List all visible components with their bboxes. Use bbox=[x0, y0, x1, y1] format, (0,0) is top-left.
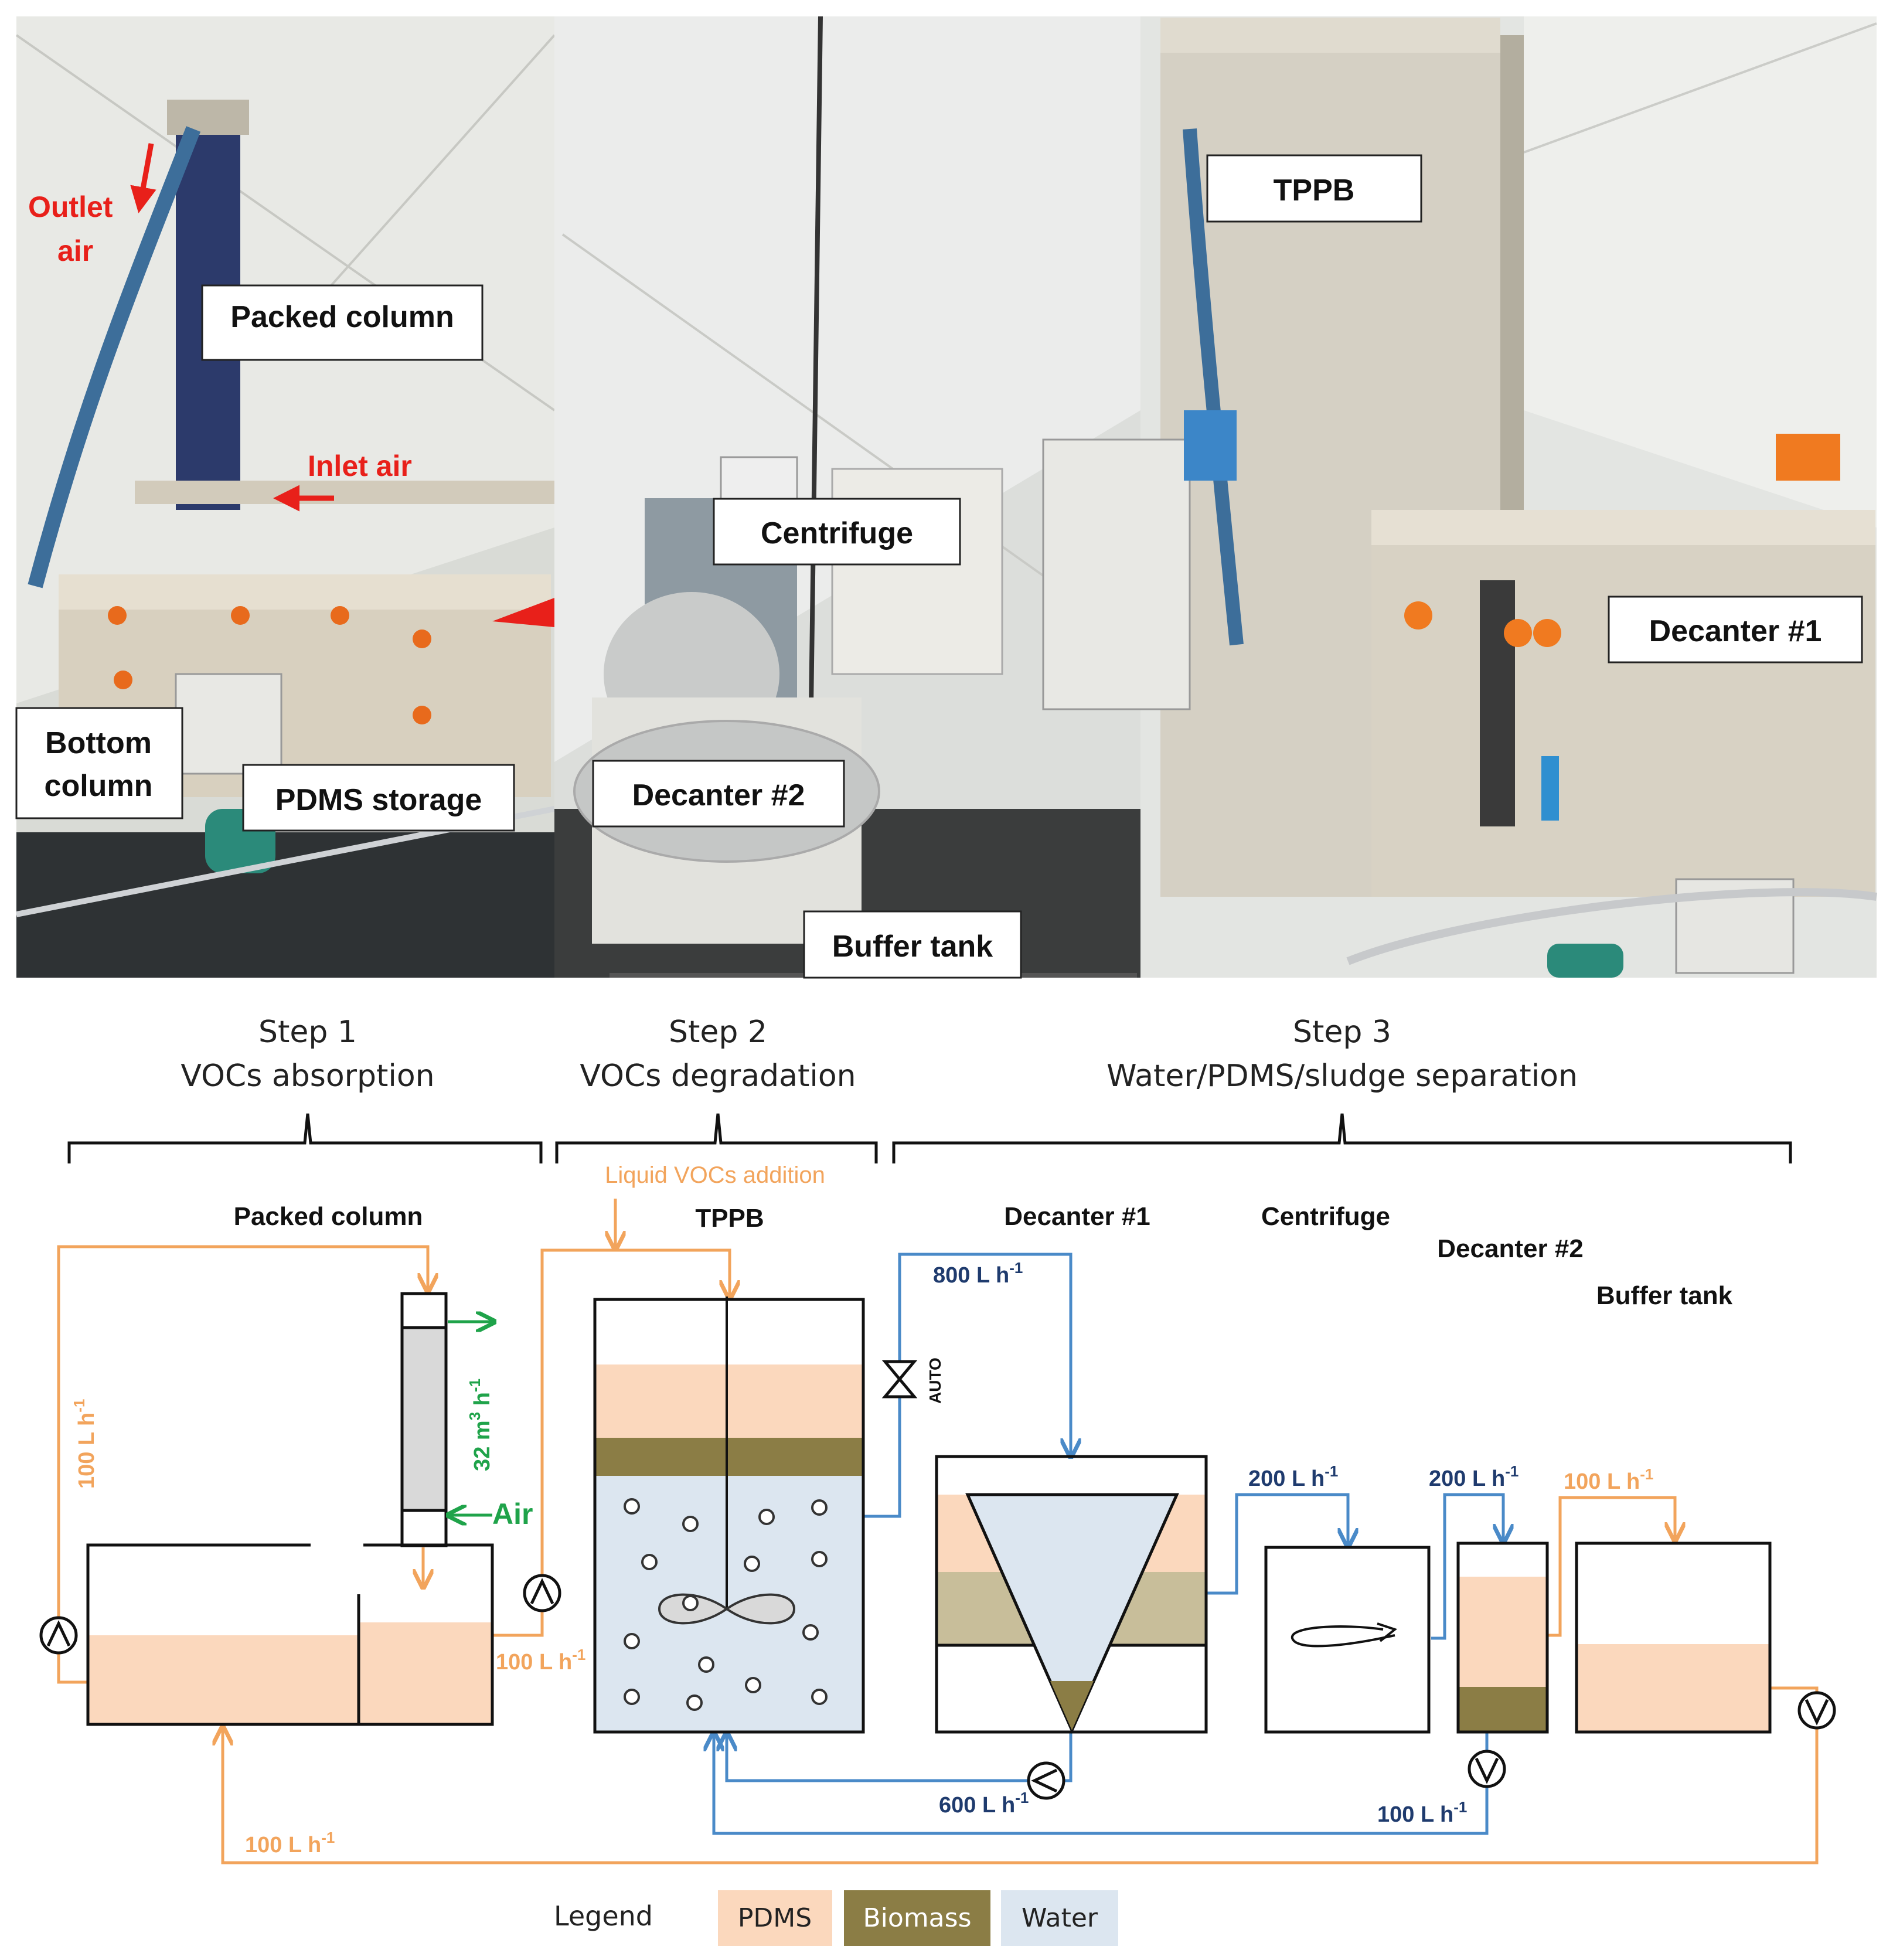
pumps bbox=[39, 1574, 1836, 1800]
step-3-bracket bbox=[892, 1113, 1792, 1163]
flow-tppb-to-decanter-1 bbox=[863, 1253, 1071, 1518]
label-tppb-photo: TPPB bbox=[1206, 154, 1422, 223]
legend: Legend PDMS Biomass Water bbox=[554, 1890, 1118, 1946]
flow-label-centrifuge-to-dec2: 200 L h-1 bbox=[1429, 1462, 1519, 1491]
label-pdms-storage-photo-text: PDMS storage bbox=[275, 783, 482, 817]
pump-recycle-left bbox=[39, 1616, 78, 1655]
decanter-1-diagram bbox=[935, 1455, 1208, 1734]
step-1-number: Step 1 bbox=[258, 1015, 357, 1050]
auto-label: AUTO bbox=[926, 1357, 944, 1404]
photo-panel: Outlet air Inlet air Packed column Botto… bbox=[15, 16, 1878, 979]
outlet-air-line1: Outlet bbox=[28, 190, 113, 223]
legend-label-biomass: Biomass bbox=[863, 1903, 971, 1933]
pump-storage-out bbox=[523, 1574, 561, 1612]
label-pdms-storage-photo: PDMS storage bbox=[242, 764, 515, 832]
pdms-storage-diagram bbox=[86, 1542, 494, 1726]
step-1-bracket bbox=[67, 1113, 543, 1163]
unit-label-buffer-tank: Buffer tank bbox=[1596, 1281, 1733, 1310]
step-2-bracket bbox=[555, 1113, 878, 1163]
label-packed-column-photo-text: Packed column bbox=[230, 300, 454, 334]
step-2-header: Step 2 VOCs degradation bbox=[555, 1015, 878, 1163]
packed-column-diagram: Air 32 m3 h-1 bbox=[400, 1292, 533, 1547]
flow-dec2-return bbox=[714, 1732, 1489, 1835]
label-tppb-photo-text: TPPB bbox=[1274, 173, 1355, 207]
outlet-air-line2: air bbox=[57, 234, 93, 267]
flow-label-dec1-return: 600 L h-1 bbox=[939, 1789, 1029, 1818]
flow-dec1-return bbox=[727, 1732, 1073, 1782]
flow-label-tppb-out: 800 L h-1 bbox=[933, 1259, 1023, 1288]
flow-recycle-to-column bbox=[57, 1245, 428, 1684]
flow-centrifuge-to-dec2 bbox=[1431, 1493, 1503, 1640]
gas-flow-label: 32 m3 h-1 bbox=[466, 1379, 495, 1471]
label-centrifuge-photo: Centrifuge bbox=[713, 498, 961, 566]
flow-label-dec2-to-buffer: 100 L h-1 bbox=[1564, 1465, 1653, 1494]
flow-dec2-to-buffer bbox=[1548, 1496, 1675, 1637]
step-2-number: Step 2 bbox=[669, 1015, 767, 1050]
unit-label-packed-column: Packed column bbox=[234, 1202, 423, 1231]
rotation-arrow bbox=[1291, 1625, 1395, 1648]
legend-title: Legend bbox=[554, 1900, 653, 1932]
pump-decanter-2-return bbox=[1468, 1750, 1506, 1788]
air-label: Air bbox=[492, 1498, 533, 1530]
unit-label-decanter-1: Decanter #1 bbox=[1004, 1202, 1150, 1231]
step-2-title: VOCs degradation bbox=[580, 1059, 856, 1094]
buffer-tank-diagram bbox=[1575, 1542, 1772, 1734]
label-decanter-1-photo: Decanter #1 bbox=[1608, 596, 1863, 663]
label-decanter-2-photo: Decanter #2 bbox=[592, 760, 845, 828]
auto-valve: AUTO bbox=[881, 1357, 944, 1404]
label-packed-column-photo: Packed column bbox=[201, 284, 484, 361]
flow-label-dec2-return: 100 L h-1 bbox=[1377, 1798, 1467, 1827]
step-3-title: Water/PDMS/sludge separation bbox=[1106, 1059, 1578, 1094]
step-1-header: Step 1 VOCs absorption bbox=[67, 1015, 543, 1163]
flow-dec1-to-centrifuge bbox=[1206, 1493, 1348, 1595]
legend-label-water: Water bbox=[1022, 1903, 1098, 1933]
tppb-diagram bbox=[593, 1297, 865, 1734]
unit-label-centrifuge: Centrifuge bbox=[1261, 1202, 1390, 1231]
step-1-title: VOCs absorption bbox=[181, 1059, 434, 1094]
flow-storage-to-tppb bbox=[493, 1248, 730, 1637]
label-bottom-column-photo: Bottom column bbox=[15, 707, 183, 819]
flow-label-buffer-return: 100 L h-1 bbox=[245, 1829, 335, 1857]
flow-label-dec1-to-centrifuge: 200 L h-1 bbox=[1248, 1462, 1338, 1491]
legend-label-pdms: PDMS bbox=[738, 1903, 812, 1933]
step-3-header: Step 3 Water/PDMS/sludge separation bbox=[892, 1015, 1792, 1163]
pump-decanter-1-return bbox=[1027, 1761, 1065, 1800]
label-decanter-1-photo-text: Decanter #1 bbox=[1649, 614, 1822, 648]
flow-buffer-to-storage bbox=[223, 1686, 1819, 1864]
centrifuge-diagram bbox=[1264, 1546, 1431, 1734]
legend-swatch-water bbox=[1001, 1890, 1118, 1946]
orange-flow-lines bbox=[57, 1199, 1819, 1864]
label-bottom-column-line1: Bottom bbox=[45, 726, 152, 760]
decanter-2-diagram bbox=[1456, 1542, 1549, 1734]
inlet-air-label: Inlet air bbox=[308, 450, 412, 482]
label-buffer-tank-photo: Buffer tank bbox=[803, 910, 1022, 979]
liquid-vocs-label: Liquid VOCs addition bbox=[605, 1162, 825, 1188]
step-3-number: Step 3 bbox=[1293, 1015, 1391, 1050]
label-bottom-column-line2: column bbox=[45, 769, 153, 803]
inlet-air-annotation: Inlet air bbox=[273, 450, 412, 512]
flow-label-recycle-left: 100 L h-1 bbox=[70, 1399, 99, 1489]
unit-label-tppb: TPPB bbox=[695, 1204, 764, 1233]
label-buffer-tank-photo-text: Buffer tank bbox=[832, 930, 993, 964]
pump-buffer-return bbox=[1797, 1691, 1836, 1730]
label-centrifuge-photo-text: Centrifuge bbox=[761, 516, 913, 550]
outlet-air-annotation: Outlet air bbox=[28, 143, 156, 267]
photo-tppb-decanter bbox=[1042, 16, 1878, 978]
legend-swatch-biomass bbox=[844, 1890, 990, 1946]
flow-labels: 100 L h-1 100 L h-1 800 L h-1 200 L h-1 … bbox=[70, 1259, 1653, 1857]
tppb-bubbles bbox=[624, 1498, 828, 1711]
unit-label-decanter-2: Decanter #2 bbox=[1437, 1234, 1583, 1263]
flow-label-to-tppb: 100 L h-1 bbox=[496, 1646, 585, 1675]
outlet-air-arrow bbox=[130, 143, 156, 213]
legend-swatch-pdms bbox=[718, 1890, 832, 1946]
label-decanter-2-photo-text: Decanter #2 bbox=[632, 778, 805, 812]
